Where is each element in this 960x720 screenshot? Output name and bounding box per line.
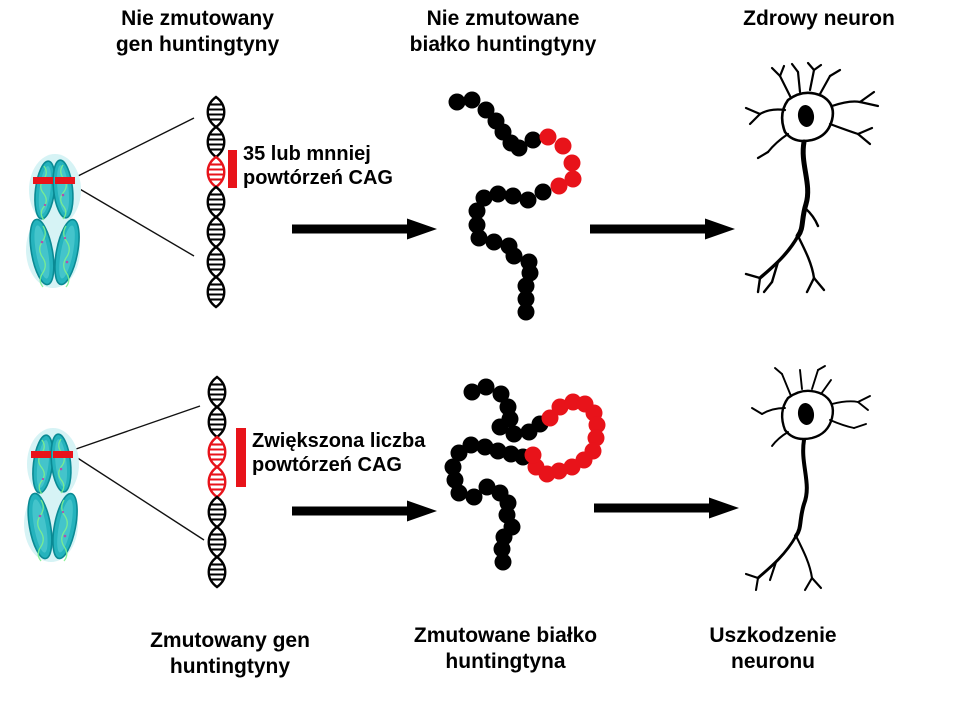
neuron-nucleus <box>797 105 815 127</box>
cag-annotation-mutated: Zwiększona liczba powtórzeń CAG <box>252 429 425 477</box>
cag-highlight-bar <box>228 150 237 188</box>
bottom-gene-label: Zmutowany gen huntingtyny <box>105 628 355 680</box>
label-line: Nie zmutowany <box>121 7 274 30</box>
label-line: Uszkodzenie <box>709 624 837 647</box>
cag-annotation-normal: 35 lub mnniej powtórzeń CAG <box>243 142 393 190</box>
label-line: huntingtyna <box>445 650 566 673</box>
top-gene-label: Nie zmutowany gen huntingtyny <box>70 6 325 58</box>
cag-highlight-bar <box>236 428 246 487</box>
label-line: huntingtyny <box>169 655 291 678</box>
label-line: gen huntingtyny <box>115 33 280 56</box>
bottom-neuron-label: Uszkodzenie neuronu <box>673 623 873 675</box>
protein-chain-mutated <box>444 378 606 571</box>
bottom-protein-label: Zmutowane białko huntingtyna <box>378 623 633 675</box>
dna-helix-mutated <box>207 375 227 589</box>
protein-cag-red-beads <box>524 393 606 483</box>
label-line: Nie zmutowane <box>426 7 580 30</box>
top-protein-label: Nie zmutowane białko huntingtyny <box>375 6 631 58</box>
protein-black-beads <box>448 91 552 321</box>
protein-cag-red-beads <box>539 128 582 195</box>
arrow-icon <box>588 218 736 240</box>
healthy-neuron-illustration <box>744 61 880 294</box>
chromosome-illustration <box>25 153 85 289</box>
top-neuron-label: Zdrowy neuron <box>694 6 944 32</box>
protein-chain-normal <box>448 91 582 321</box>
annotation-line: powtórzeń CAG <box>243 167 393 189</box>
annotation-line: 35 lub mnniej <box>243 143 371 165</box>
label-line: Zdrowy neuron <box>743 7 895 30</box>
protein-black-beads <box>444 378 549 571</box>
damaged-neuron-illustration <box>744 365 871 592</box>
label-line: neuronu <box>731 650 815 673</box>
dna-helix-normal <box>206 95 226 309</box>
arrow-icon <box>290 218 438 240</box>
annotation-line: powtórzeń CAG <box>252 454 402 476</box>
neuron-nucleus <box>797 403 815 425</box>
annotation-line: Zwiększona liczba <box>252 430 426 452</box>
chromosome-illustration-mutated <box>23 427 83 563</box>
arrow-icon <box>290 500 438 522</box>
arrow-icon <box>592 497 740 519</box>
label-line: białko huntingtyny <box>409 33 597 56</box>
label-line: Zmutowane białko <box>413 624 598 647</box>
label-line: Zmutowany gen <box>150 629 310 652</box>
